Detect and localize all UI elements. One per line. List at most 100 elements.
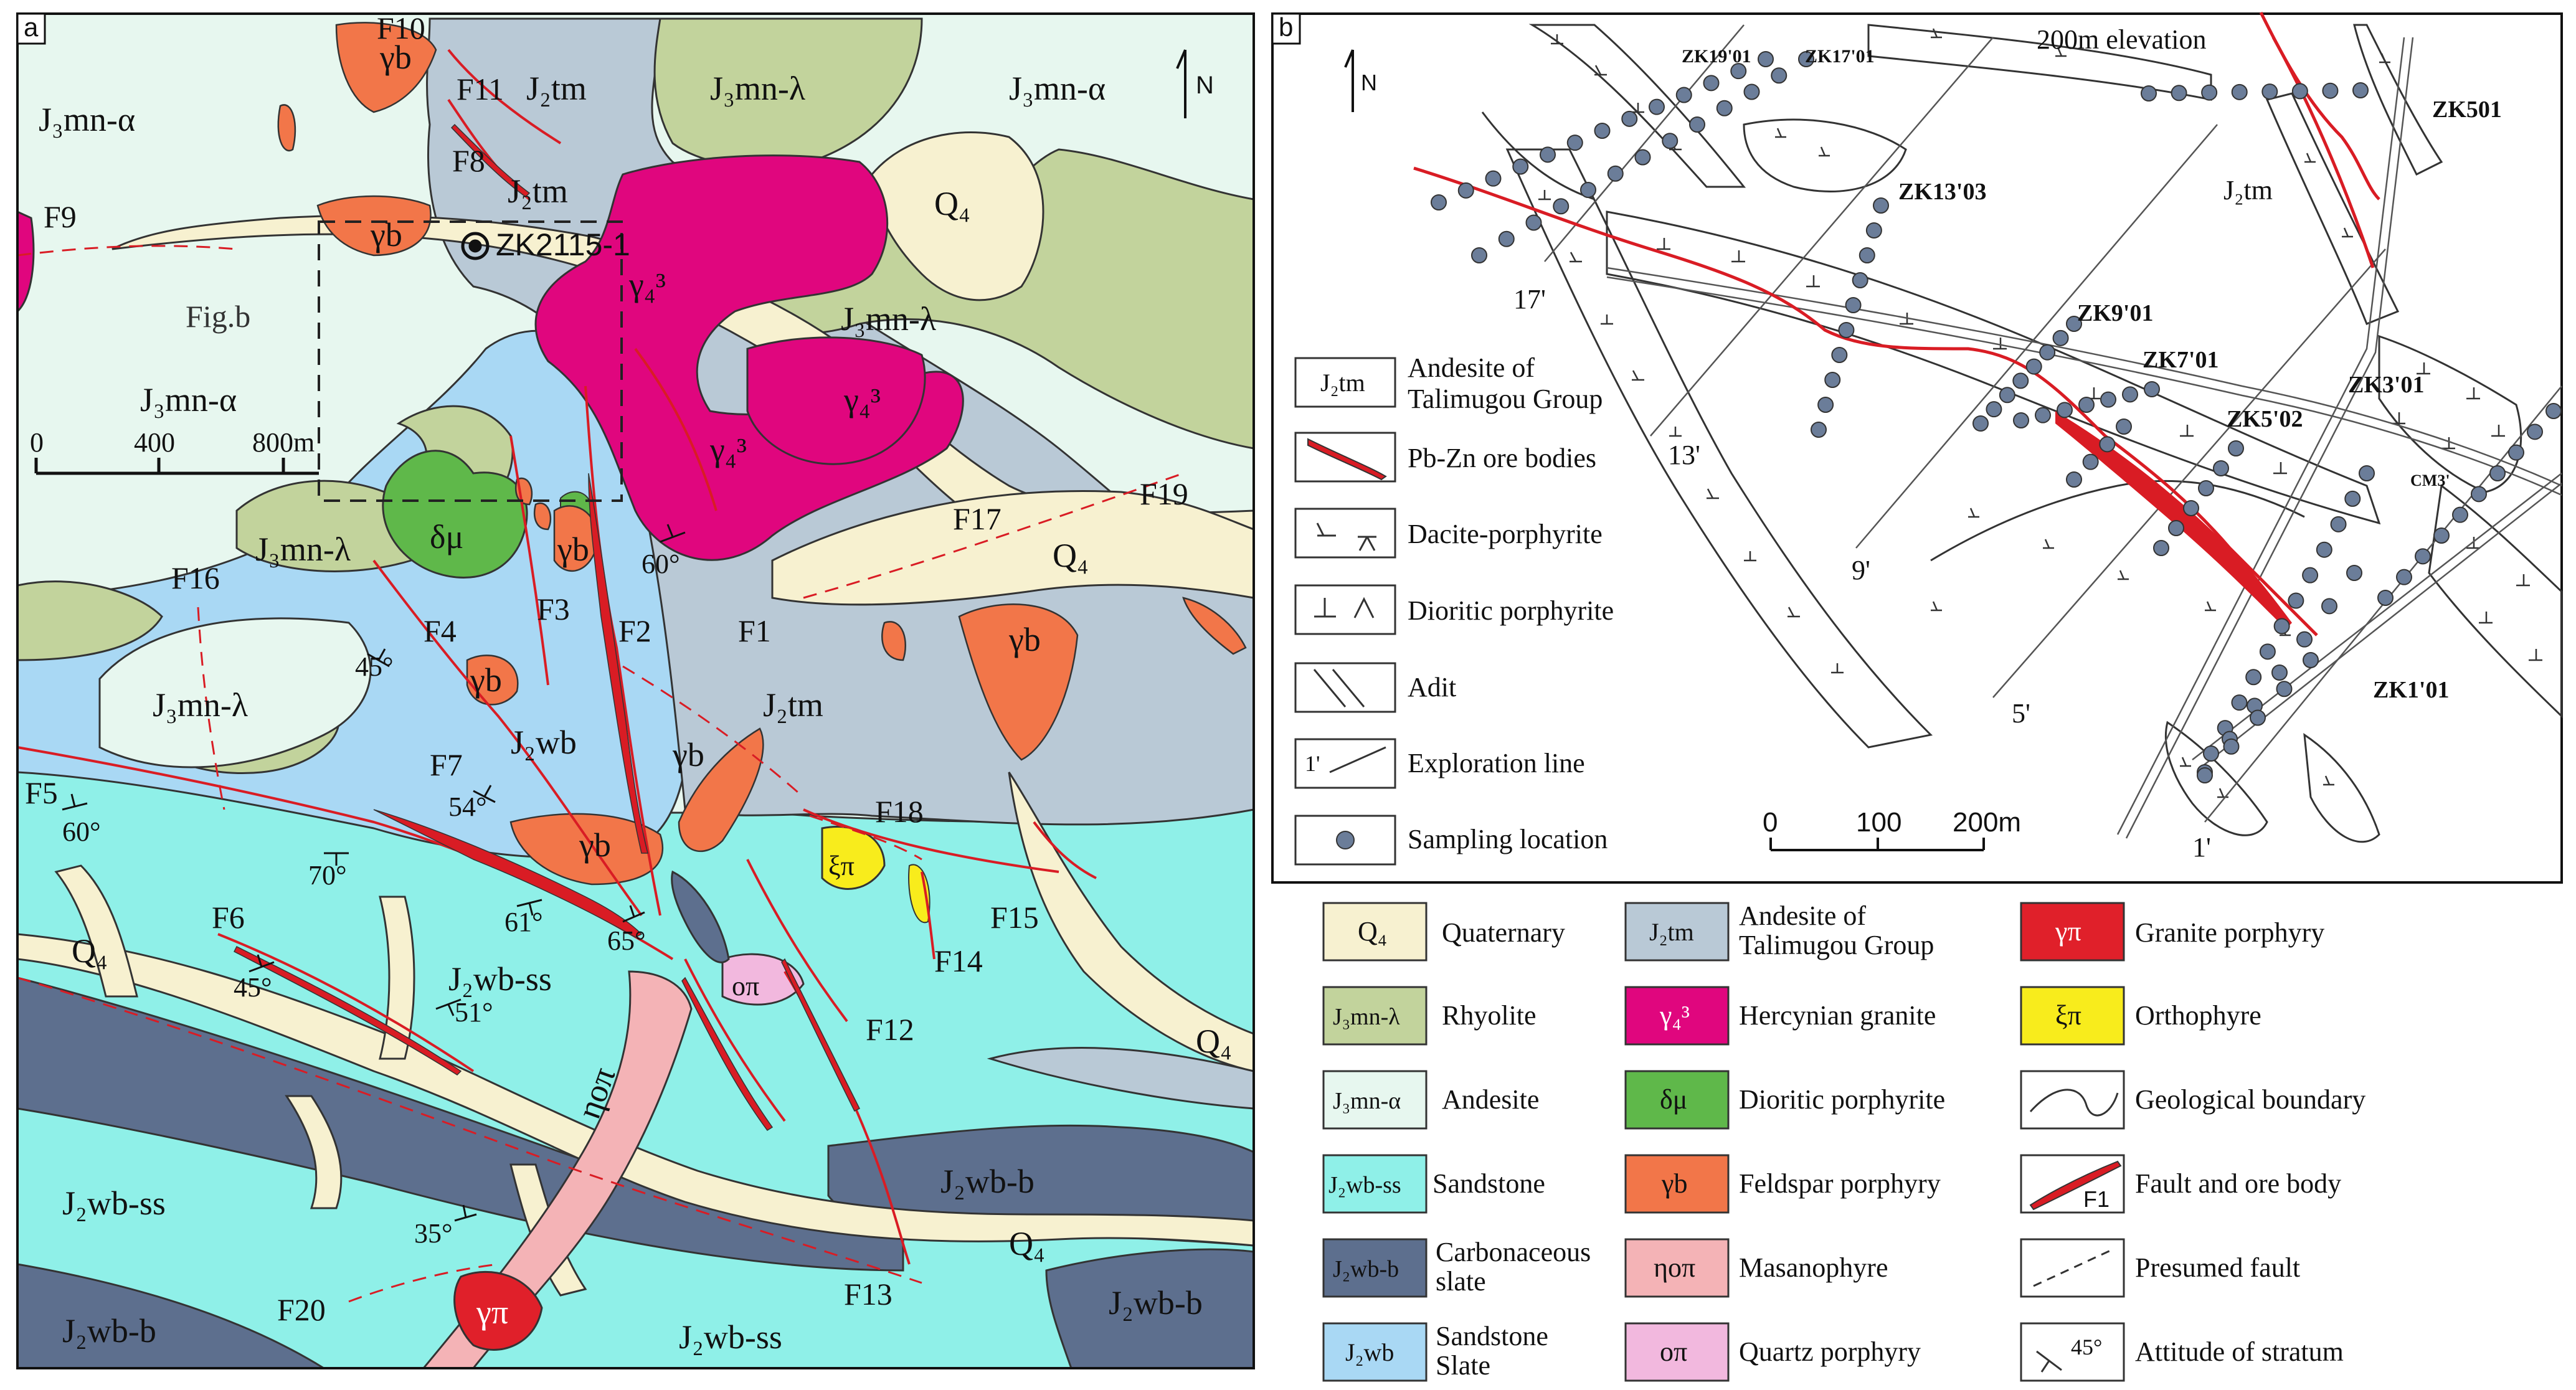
- sampling-point: [2153, 540, 2169, 556]
- dip-label-35: 35°: [414, 1218, 453, 1249]
- legend-q4-sym: Q₄: [1358, 916, 1387, 947]
- sampling-point: [2303, 652, 2319, 668]
- label-j2wb-ss-c: J₂wb-ss: [448, 960, 552, 998]
- legend-j2wb-label1: Sandstone: [1436, 1321, 1548, 1351]
- sampling-point: [2415, 548, 2431, 565]
- sampling-point: [2344, 490, 2361, 507]
- sampling-point: [2250, 709, 2266, 726]
- fault-label-f3: F3: [537, 592, 570, 626]
- exploration-label-9: 9': [1852, 555, 1870, 585]
- sampling-point: [1972, 415, 1989, 432]
- sampling-point: [2122, 386, 2138, 403]
- sampling-point: [2198, 480, 2214, 496]
- sampling-point: [2359, 465, 2375, 481]
- sampling-point: [2231, 694, 2248, 711]
- legend-fault-ore-sym: F1: [2083, 1186, 2110, 1212]
- label-j2tm-c: J₂tm: [763, 686, 823, 724]
- sampling-point: [1859, 247, 1875, 263]
- legend-q4-label: Quaternary: [1442, 917, 1565, 948]
- legend-xp-label: Orthophyre: [2135, 1000, 2261, 1031]
- label-j2wb-b-se: J₂wb-b: [1109, 1284, 1203, 1321]
- label-herc-1: γ₄³: [628, 266, 666, 303]
- label-j3mn-lambda-n: J₃mn-λ: [710, 70, 805, 107]
- sampling-point: [2321, 598, 2337, 615]
- label-o-pi: oπ: [732, 971, 759, 1001]
- presumed-faults: [17, 245, 1184, 1303]
- north-arrow-icon: [1176, 49, 1186, 118]
- drill-label-cm3: CM3': [2410, 471, 2450, 489]
- sampling-point: [2433, 527, 2450, 544]
- sampling-point: [2452, 506, 2468, 523]
- legend-b-exploration-sym: 1': [1305, 751, 1320, 776]
- sampling-point: [1471, 247, 1487, 263]
- sampling-point: [2039, 344, 2056, 361]
- sampling-point: [1649, 98, 1665, 115]
- legend-dm-label: Dioritic porphyrite: [1739, 1084, 1945, 1115]
- dip-label-65: 65°: [607, 925, 646, 956]
- sampling-point: [1621, 110, 1638, 127]
- fault-ore-icon: [2029, 1160, 2122, 1211]
- label-j3mn-lambda-c: J₃mn-λ: [841, 300, 936, 338]
- label-herc-2: γ₄³: [709, 431, 747, 468]
- north-arrow-b-icon: [1344, 49, 1354, 112]
- sampling-point: [1498, 230, 1515, 247]
- unit-hercynian-granite-east: [746, 336, 926, 465]
- fault-label-f17: F17: [953, 501, 1002, 536]
- sampling-point: [2296, 631, 2313, 648]
- unit-slate-lens-center: [671, 870, 730, 963]
- dip-label-45-w: 45°: [355, 651, 394, 682]
- sampling-point: [1824, 372, 1841, 388]
- scale-label-400: 400: [134, 427, 175, 458]
- legend-j2wb-ss-sym: J₂wb-ss: [1328, 1172, 1401, 1198]
- sampling-point: [2066, 471, 2082, 488]
- legend-j2wb-b-label2: slate: [1436, 1266, 1486, 1297]
- label-j3mn-alpha-nw: J₃mn-α: [39, 101, 135, 138]
- exploration-label-5: 5': [2012, 698, 2030, 729]
- legend-j3mn-l-sym: J₃mn-λ: [1333, 1004, 1400, 1030]
- sampling-point: [2346, 565, 2362, 581]
- sampling-point: [1865, 222, 1882, 239]
- drill-label-zk9: ZK9'01: [2077, 300, 2153, 326]
- unit-j3mn-lambda-far-w: [16, 580, 163, 661]
- legend-b-ore: Pb-Zn ore bodies: [1408, 443, 1596, 473]
- sampling-point: [2291, 83, 2308, 100]
- legend-herc-sym: γ₄³: [1659, 1000, 1690, 1031]
- panel-a-scale-bar: [34, 458, 319, 475]
- label-j3mn-alpha-ne: J₃mn-α: [1009, 70, 1106, 107]
- sampling-point: [1580, 182, 1596, 198]
- sampling-point: [2025, 358, 2042, 375]
- sampling-point: [1431, 194, 1447, 210]
- label-j3mn-alpha-w: J₃mn-α: [140, 381, 237, 418]
- legend-gp-sym: γπ: [2055, 916, 2081, 947]
- sampling-point: [1703, 75, 1720, 92]
- panel-a-geological-map: 0 400 800m N ZK2115-1 J₃mn-α J₃mn-α J₃mn…: [16, 11, 1255, 1369]
- attitude-icon: [2036, 1350, 2062, 1373]
- drill-label-zk7: ZK7'01: [2143, 347, 2218, 373]
- sampling-point: [2082, 453, 2099, 470]
- sampling-point: [1689, 116, 1705, 133]
- sampling-point: [2271, 664, 2288, 681]
- sampling-point: [1758, 51, 1774, 67]
- legend-nop-sym: ηoπ: [1654, 1252, 1695, 1283]
- unit-q4-south-branch-3: [285, 1095, 343, 1209]
- fault-label-f18: F18: [875, 794, 924, 829]
- fault-label-f9: F9: [44, 199, 77, 234]
- legend-b-dioritic: Dioritic porphyrite: [1408, 595, 1614, 626]
- sampling-point: [1845, 297, 1862, 313]
- legend-j2wb-sym: J₂wb: [1345, 1338, 1394, 1366]
- label-gb-5: γb: [672, 736, 704, 773]
- main-legend: Q₄ Quaternary J₃mn-λ Rhyolite J₃mn-α And…: [1322, 901, 2365, 1382]
- scale-b-0: 0: [1763, 807, 1778, 838]
- legend-j2wb-label2: Slate: [1436, 1350, 1490, 1381]
- sampling-point: [2012, 372, 2029, 389]
- legend-op-label: Quartz porphyry: [1739, 1336, 1921, 1367]
- sampling-point: [1743, 83, 1760, 100]
- sampling-point: [2322, 82, 2339, 99]
- unit-granite-porphyry: [453, 1270, 543, 1351]
- unit-feldspar-porphyry-group: [277, 22, 1247, 886]
- legend-j2tm-sym: J₂tm: [1649, 918, 1694, 946]
- label-gb-6: γb: [579, 826, 611, 864]
- label-xi-pi: ξπ: [828, 851, 855, 881]
- fig-b-extent-box: [318, 220, 623, 502]
